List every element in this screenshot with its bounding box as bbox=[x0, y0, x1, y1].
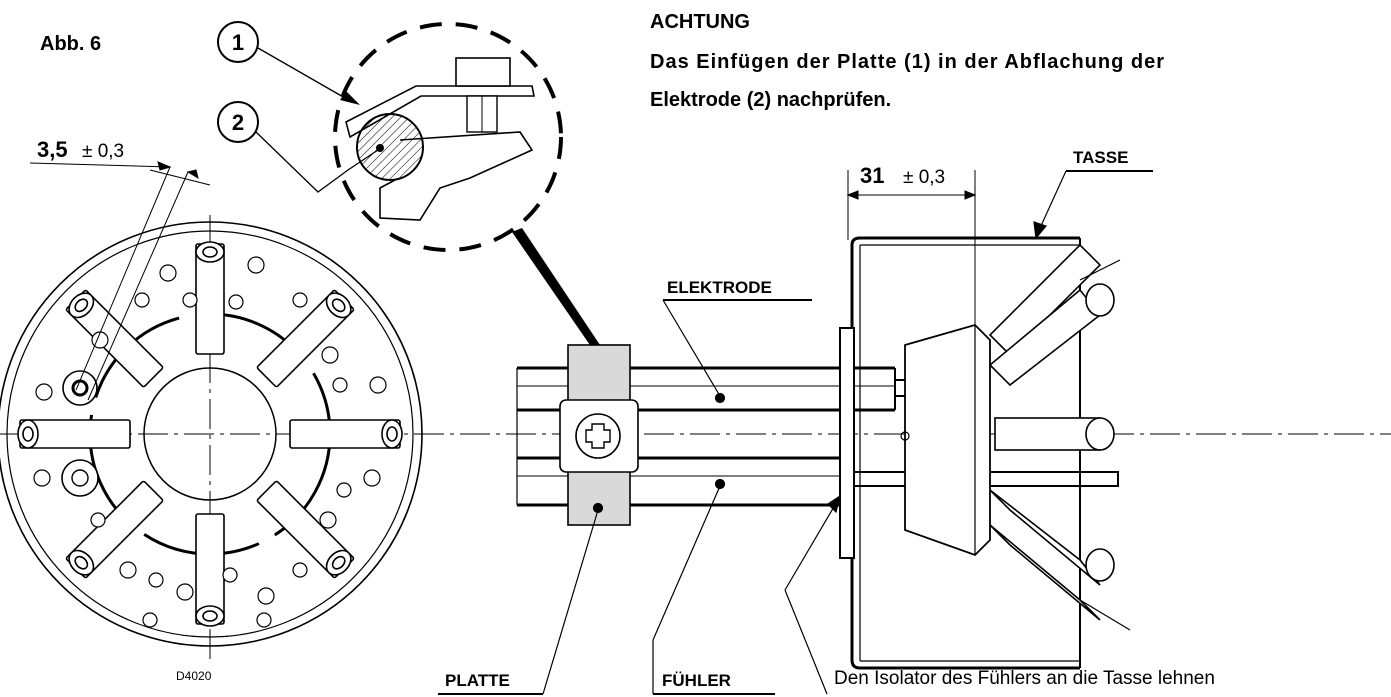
clamp bbox=[559, 344, 639, 526]
front-view-holes bbox=[33, 256, 387, 628]
label-tasse: TASSE bbox=[1073, 148, 1128, 167]
callout-2-number: 2 bbox=[232, 110, 244, 135]
detail-view bbox=[333, 22, 563, 252]
callout-1-number: 1 bbox=[232, 30, 244, 55]
warning-title: ACHTUNG bbox=[650, 11, 750, 33]
leader-lines bbox=[542, 170, 1067, 695]
label-elektrode: ELEKTRODE bbox=[667, 278, 772, 297]
side-view bbox=[516, 236, 1131, 670]
drawing-code: D4020 bbox=[176, 669, 212, 683]
dimension-right-lines bbox=[846, 170, 977, 325]
detail-pointer bbox=[512, 228, 600, 348]
note-text: Den Isolator des Fühlers an die Tasse le… bbox=[834, 668, 1215, 689]
label-fuehler: FÜHLER bbox=[662, 671, 731, 690]
label-platte: PLATTE bbox=[445, 671, 510, 690]
dimension-left-value: 3,5 bbox=[37, 137, 68, 162]
figure-label: Abb. 6 bbox=[40, 33, 101, 55]
dimension-right-value: 31 bbox=[860, 163, 884, 188]
warning-line-2: Elektrode (2) nachprüfen. bbox=[650, 89, 891, 111]
warning-line-1: Das Einfügen der Platte (1) in der Abfla… bbox=[650, 51, 1165, 73]
dimension-right-tolerance: ± 0,3 bbox=[903, 167, 945, 188]
dimension-left-lines bbox=[29, 161, 211, 401]
callout-1: 1 bbox=[217, 21, 360, 105]
label-underlines bbox=[438, 170, 1153, 695]
dimension-left-tolerance: ± 0,3 bbox=[82, 141, 124, 162]
